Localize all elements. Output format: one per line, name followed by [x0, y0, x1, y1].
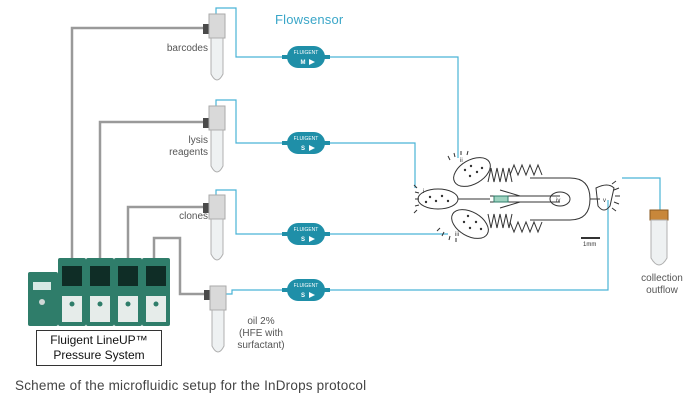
reservoir-label-oil: oil 2% (HFE with surfactant): [237, 316, 285, 351]
pressure-system: [28, 258, 170, 326]
chip-inlet-ribs-2: [436, 227, 457, 242]
pressure-module-1[interactable]: [58, 258, 86, 326]
chip-inlet-ribs: [413, 184, 420, 214]
flow-sensor-2[interactable]: FLUIGENT S: [282, 132, 330, 154]
chip-resistor-bottom-2: [509, 220, 543, 234]
reservoir-tube-2: [203, 105, 226, 173]
chip-label-iii: iii: [455, 232, 459, 238]
reservoir-tube-3: [203, 194, 226, 261]
sensor-size: S: [301, 293, 305, 299]
collection-tube: [649, 209, 669, 266]
pressure-system-line2: Pressure System: [53, 348, 145, 362]
reservoir-tube-4: [204, 285, 227, 353]
sensor-brand: FLUIGENT: [294, 227, 319, 233]
chip-labels: ii i iii iv v 1mm: [423, 158, 606, 248]
chip-label-ii: ii: [460, 158, 463, 164]
flow-sensor-3[interactable]: FLUIGENT S: [282, 223, 330, 245]
pressure-module-2[interactable]: [86, 258, 114, 326]
sensor-size: S: [301, 146, 305, 152]
chip-lobe-iii: [451, 209, 489, 239]
pressure-module-4[interactable]: [142, 258, 170, 326]
link-module-panel: [33, 282, 51, 290]
sensor-brand: FLUIGENT: [294, 283, 319, 289]
chip-junction-zone: [493, 195, 509, 203]
sensor-brand: FLUIGENT: [294, 136, 319, 142]
flow-sensor-1[interactable]: FLUIGENT M: [282, 46, 330, 68]
lineup-link-module: [28, 272, 58, 326]
reservoir-label-barcodes: barcodes: [166, 43, 208, 54]
flow-sensor-4[interactable]: FLUIGENT S: [282, 279, 330, 301]
chip-label-iv: iv: [556, 198, 560, 204]
sensor-brand: FLUIGENT: [294, 50, 319, 56]
flow-sensor-title: Flowsensor: [275, 12, 344, 27]
reservoir-label-clones: clones: [179, 211, 208, 222]
figure-caption: Scheme of the microfluidic setup for the…: [15, 378, 367, 393]
sensor-size: S: [301, 237, 305, 243]
chip-chamber-iv: [549, 191, 571, 207]
chip-lobe-ii: [453, 157, 491, 187]
reservoir-tube-1: [203, 13, 226, 81]
chip-junction: [499, 189, 521, 209]
pressure-module-3[interactable]: [114, 258, 142, 326]
link-module-port: [39, 299, 45, 305]
chip-inlet-ribs-3: [447, 150, 469, 161]
scale-bar-label: 1mm: [583, 242, 596, 248]
sensor-size: M: [301, 60, 306, 66]
pressure-system-label: Fluigent LineUP™ Pressure System: [36, 330, 162, 366]
chip-pillars: [424, 164, 484, 231]
chip-label-v: v: [603, 198, 606, 204]
chip-outlet-ribs: [611, 180, 620, 212]
chip-resistor-top: [487, 167, 513, 183]
collection-outflow-label: collection outflow: [641, 273, 683, 296]
pressure-tubing: [70, 26, 206, 296]
chip-resistor-top-2: [509, 163, 543, 177]
fluid-tubing: [215, 7, 661, 295]
reservoir-label-lysis: lysis reagents: [169, 135, 208, 158]
chip-channel: [458, 195, 560, 203]
microfluidic-chip: [413, 150, 620, 242]
chip-lobe-v: [595, 184, 615, 211]
chip-resistor-bottom: [487, 213, 513, 229]
pressure-system-line1: Fluigent LineUP™: [50, 333, 148, 347]
chip-label-i: i: [423, 189, 424, 195]
